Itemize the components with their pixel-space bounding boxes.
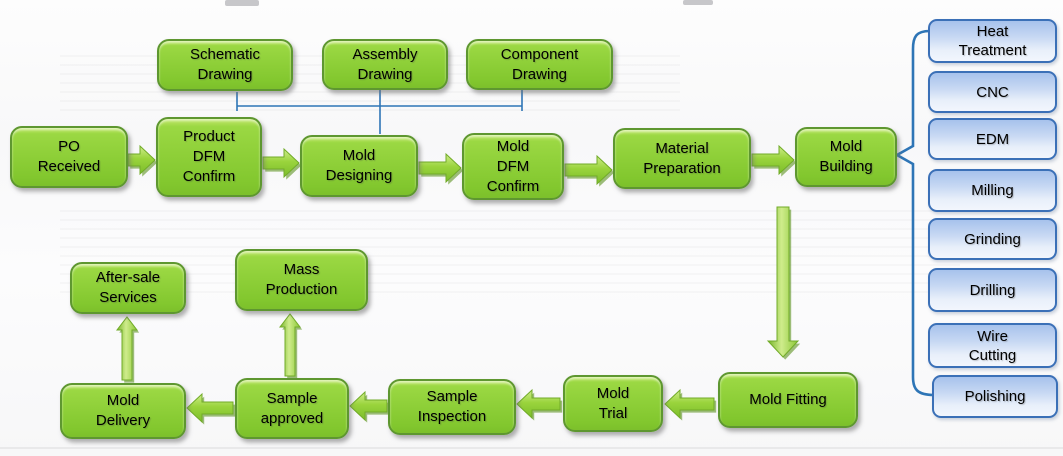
arrow-sample-approved-to-mass-production (278, 313, 303, 379)
node-mold-trial: Mold Trial (563, 375, 663, 432)
node-mold-fitting: Mold Fitting (718, 372, 858, 428)
edge-artifact-2 (683, 0, 713, 5)
node-mold-building: Mold Building (795, 127, 897, 187)
node-after-sale-services: After-sale Services (70, 262, 186, 314)
arrow-sample-approved-to-mold-delivery (186, 392, 236, 425)
mold-building-bracket (894, 29, 936, 397)
node-component-drawing: Component Drawing (466, 39, 613, 90)
arrow-material-preparation-to-mold-building (751, 144, 797, 177)
edge-artifact-1 (225, 0, 259, 6)
arrow-mold-designing-to-mold-dfm (418, 152, 464, 185)
arrow-mold-fitting-to-mold-trial (664, 388, 717, 421)
arrow-mold-delivery-to-after-sale-services (115, 316, 140, 383)
node-mold-delivery: Mold Delivery (60, 383, 186, 439)
node-mass-production: Mass Production (235, 249, 368, 311)
node-heat-treatment: Heat Treatment (928, 19, 1057, 63)
node-grinding: Grinding (928, 218, 1057, 260)
node-sample-inspection: Sample Inspection (388, 379, 516, 435)
drawing-connector-lines (236, 89, 523, 134)
arrow-po-received-to-product-dfm (127, 144, 158, 177)
arrow-mold-dfm-to-material-preparation (564, 154, 615, 187)
node-mold-dfm-confirm: Mold DFM Confirm (462, 133, 564, 200)
node-cnc: CNC (928, 71, 1057, 113)
bottom-rule (0, 447, 1063, 449)
node-product-dfm-confirm: Product DFM Confirm (156, 117, 262, 197)
node-milling: Milling (928, 169, 1057, 212)
node-material-preparation: Material Preparation (613, 128, 751, 189)
arrow-mold-building-to-mold-fitting (766, 206, 801, 360)
node-polishing: Polishing (932, 375, 1058, 418)
arrow-mold-trial-to-sample-inspection (516, 388, 563, 421)
node-mold-designing: Mold Designing (300, 135, 418, 197)
node-drilling: Drilling (928, 268, 1057, 312)
node-edm: EDM (928, 118, 1057, 160)
arrow-product-dfm-to-mold-designing (262, 147, 302, 180)
node-wire-cutting: Wire Cutting (928, 323, 1057, 368)
arrow-sample-inspection-to-sample-approved (349, 390, 390, 423)
node-schematic-drawing: Schematic Drawing (157, 39, 293, 91)
node-po-received: PO Received (10, 126, 128, 188)
node-assembly-drawing: Assembly Drawing (322, 39, 448, 90)
node-sample-approved: Sample approved (235, 378, 349, 439)
